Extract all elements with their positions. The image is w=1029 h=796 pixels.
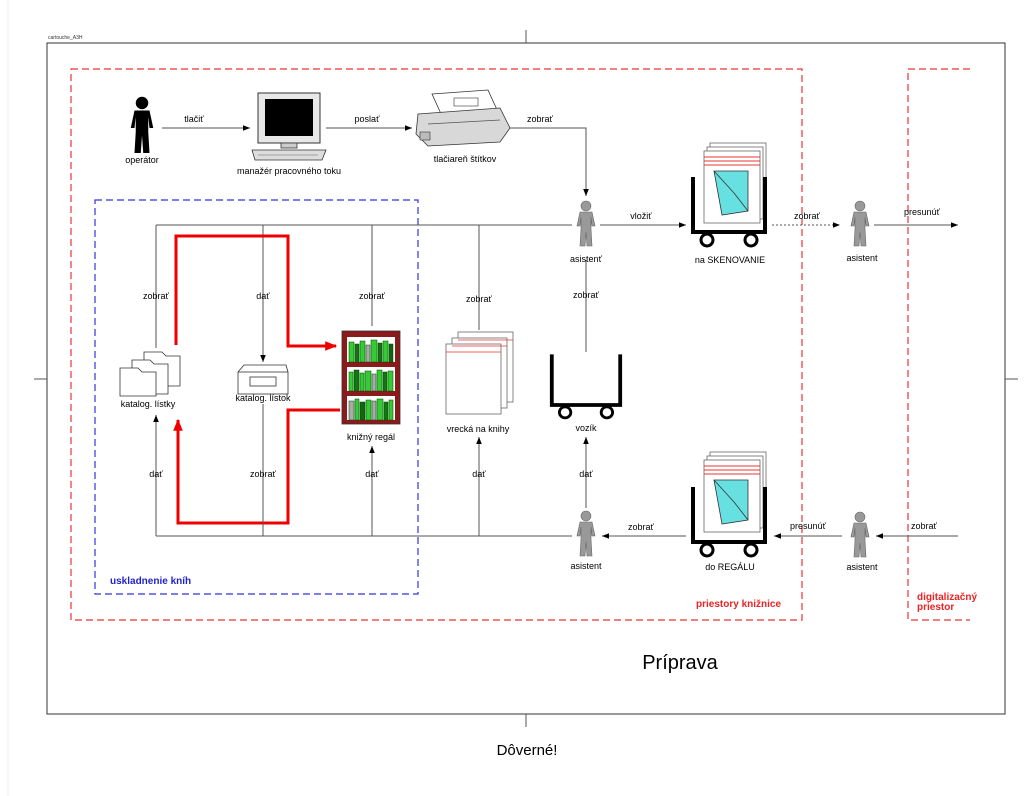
page-title: Príprava: [642, 652, 718, 674]
bookshelf-icon: [341, 330, 401, 425]
assistant-right-bottom-label: asistent: [846, 562, 878, 572]
scan-stack-icon: [703, 142, 767, 224]
assistant-icon: [576, 510, 596, 557]
edge-take-card-label: zobrať: [250, 469, 277, 479]
assistant-icon: [576, 200, 596, 247]
edge-insert-label: vložiť: [630, 211, 652, 221]
edge-take-digital-label: zobrať: [911, 521, 938, 531]
pockets-icon: [445, 331, 514, 415]
bookshelf-label: knižný regál: [347, 432, 395, 442]
catalog-cards-node: katalog. lístky: [119, 351, 181, 409]
label-printer-label: tlačiareň štítkov: [434, 154, 497, 164]
shelf-cart-node: do REGÁLU: [691, 451, 767, 572]
assistant-right-bottom-node: asistent: [846, 511, 878, 572]
operator-node: operátor: [125, 96, 159, 165]
edge-take-pockets-label: zobrať: [466, 294, 493, 304]
shelf-cart-label: do REGÁLU: [705, 562, 755, 572]
scan-cart-node: na SKENOVANIE: [691, 142, 767, 265]
workflow-manager-node: manažér pracovného toku: [237, 92, 341, 176]
storage-zone-label: uskladnenie kníh: [110, 576, 191, 587]
book-pockets-node: vrecká na knihy: [445, 331, 514, 434]
assistant-right-top-label: asistent: [846, 253, 878, 263]
edge-take-labels: [510, 127, 589, 196]
edge-send-label: poslať: [355, 114, 381, 124]
library-zone-label: priestory knižnice: [696, 599, 781, 610]
assistant-top-node: asistenť: [570, 200, 603, 264]
scan-stack-icon: [703, 451, 767, 533]
scan-cart-label: na SKENOVANIE: [695, 255, 765, 265]
assistant-top-label: asistenť: [570, 254, 603, 264]
assistant-bottom-node: asistent: [570, 510, 602, 571]
edge-take-cart-label: zobrať: [573, 290, 600, 300]
corner-tag: cartouche_A3H: [48, 35, 83, 41]
operator-label: operátor: [125, 155, 159, 165]
digital-zone-label-1: digitalizačný: [917, 592, 977, 603]
edge-take-return-label: zobrať: [628, 522, 655, 532]
assistant-bottom-label: asistent: [570, 561, 602, 571]
cart-node: vozík: [549, 352, 623, 433]
assistant-icon: [850, 200, 870, 247]
sheet-frame: [7, 0, 1018, 796]
book-pockets-label: vrecká na knihy: [447, 424, 510, 434]
cart-icon: [549, 352, 623, 420]
library-zone: [70, 68, 803, 621]
edge-give-card-label: dať: [256, 291, 270, 301]
storage-zone: [94, 199, 419, 595]
edge-take-labels-label: zobrať: [527, 114, 554, 124]
label-printer-node: tlačiareň štítkov: [415, 89, 511, 164]
card-box-icon: [237, 364, 289, 395]
catalog-card-label: katalog. lístok: [235, 393, 291, 403]
edge-give-cards-label: dať: [149, 469, 163, 479]
edge-take-cards-label: zobrať: [143, 291, 170, 301]
highlight-flow: [173, 234, 340, 525]
assistant-right-top-node: asistent: [846, 200, 878, 263]
edge-give-pockets-label: dať: [472, 469, 486, 479]
bookshelf-node: knižný regál: [341, 330, 401, 442]
workflow-manager-label: manažér pracovného toku: [237, 166, 341, 176]
cart-label: vozík: [575, 423, 597, 433]
card-drawers-icon: [119, 351, 181, 397]
edge-give-shelf-label: dať: [365, 469, 379, 479]
computer-icon: [251, 92, 327, 161]
operator-icon: [130, 96, 154, 153]
assistant-icon: [850, 511, 870, 558]
edge-move-back-label: presunúť: [790, 521, 827, 531]
edge-take-shelf-label: zobrať: [359, 291, 386, 301]
catalog-cards-label: katalog. lístky: [121, 399, 176, 409]
digital-zone-label-2: priestor: [917, 602, 954, 613]
edge-give-cart-label: dať: [579, 469, 593, 479]
footer-note: Dôverné!: [497, 742, 558, 759]
printer-icon: [415, 89, 511, 147]
digital-zone: [907, 68, 970, 621]
edge-print-label: tlačiť: [184, 114, 204, 124]
edge-move-right-label: presunúť: [904, 207, 941, 217]
catalog-card-node: katalog. lístok: [235, 364, 291, 403]
edge-take-scan-label: zobrať: [794, 211, 821, 221]
